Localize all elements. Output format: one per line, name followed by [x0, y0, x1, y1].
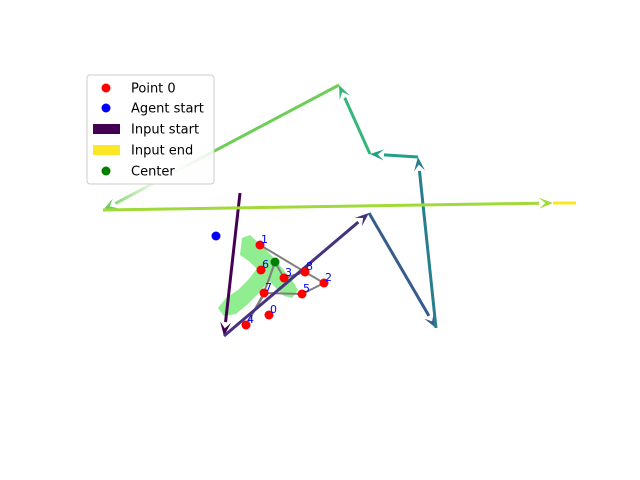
legend-input-end-label: Input end — [131, 144, 193, 159]
legend-center-marker — [101, 166, 111, 176]
point-label: 7 — [265, 281, 272, 294]
point-label: 2 — [325, 271, 332, 284]
point-label: 5 — [303, 282, 310, 295]
point-marker — [259, 288, 269, 298]
point-label: 3 — [285, 266, 292, 279]
point-marker — [256, 265, 266, 275]
input-arrow-head — [538, 197, 553, 209]
point-label: 6 — [262, 258, 269, 271]
input-arrow-head — [220, 321, 232, 336]
point-label: 0 — [270, 303, 277, 316]
input-arrow-shaft — [102, 201, 540, 212]
input-arrow-shaft — [367, 212, 431, 317]
point-marker — [241, 320, 251, 330]
point-marker — [264, 310, 274, 320]
legend-point0-marker — [101, 83, 111, 93]
legend-input-start-swatch — [93, 124, 120, 134]
point-marker — [279, 273, 289, 283]
point-label: 4 — [247, 313, 254, 326]
points-layer: 0 1 2 3 4 5 6 7 8 — [241, 233, 332, 330]
legend-agent-start-label: Agent start — [131, 102, 204, 117]
input-arrow-head — [339, 85, 350, 101]
point-marker — [297, 289, 307, 299]
input-arrow-head — [424, 313, 436, 328]
legend-center-label: Center — [131, 165, 175, 180]
legend-input-start-label: Input start — [131, 123, 199, 138]
legend: Point 0 Agent start Input start Input en… — [86, 74, 215, 185]
input-arrow-shaft — [224, 192, 242, 323]
input-arrow-head — [103, 198, 118, 210]
input-arrow-head — [370, 149, 385, 161]
input-arrow-shaft — [343, 97, 372, 155]
input-arrows — [102, 83, 576, 338]
input-arrow-head — [413, 157, 425, 172]
agent-start-marker — [211, 231, 221, 241]
legend-frame — [86, 74, 215, 185]
point-marker — [255, 240, 265, 250]
point-label: 1 — [261, 233, 268, 246]
input-arrow-shaft — [383, 153, 419, 159]
legend-point0-label: Point 0 — [131, 82, 176, 97]
point-label: 8 — [306, 260, 313, 273]
input-arrow-head — [354, 213, 369, 227]
center-marker — [270, 257, 280, 267]
point-marker — [319, 278, 329, 288]
legend-input-end-swatch — [93, 145, 120, 155]
legend-agent-start-marker — [101, 103, 111, 113]
input-arrow-shaft — [417, 170, 438, 329]
point-marker — [300, 267, 310, 277]
input-arrow-shaft — [223, 220, 360, 338]
